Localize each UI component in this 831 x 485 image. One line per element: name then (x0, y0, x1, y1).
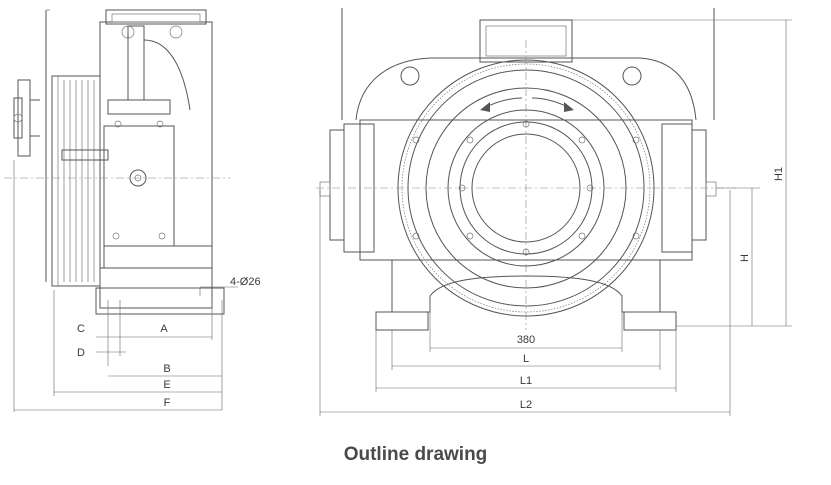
lifting-eye-left (400, 66, 420, 86)
foot-left (375, 311, 429, 331)
foot-right (623, 311, 677, 331)
dim-label-e: E (163, 379, 170, 391)
dim-label-a: A (160, 323, 168, 335)
dim-label-380: 380 (517, 334, 535, 346)
motor-body (95, 9, 225, 315)
handwheel (13, 79, 40, 157)
dim-label-holes: 4-Ø26 (230, 276, 261, 288)
dim-label-l1: L1 (520, 375, 532, 387)
front-dimensions (319, 19, 792, 416)
side-view: A C D B E F 4-Ø26 (4, 9, 261, 412)
dim-label-h: H (739, 254, 751, 262)
dim-label-h1: H1 (773, 167, 785, 181)
side-dimensions (13, 160, 238, 412)
housing-top (355, 57, 697, 121)
dim-label-f: F (164, 397, 171, 409)
drawing-caption: Outline drawing (343, 444, 488, 465)
sheave (51, 75, 109, 287)
dim-label-l2: L2 (520, 399, 532, 411)
dim-label-l: L (523, 353, 529, 365)
dim-label-d: D (77, 347, 85, 359)
lifting-eye-right (622, 66, 642, 86)
dim-label-c: C (77, 323, 85, 335)
dim-label-b: B (163, 363, 170, 375)
front-view: 380 L L1 L2 H H1 (316, 8, 792, 416)
